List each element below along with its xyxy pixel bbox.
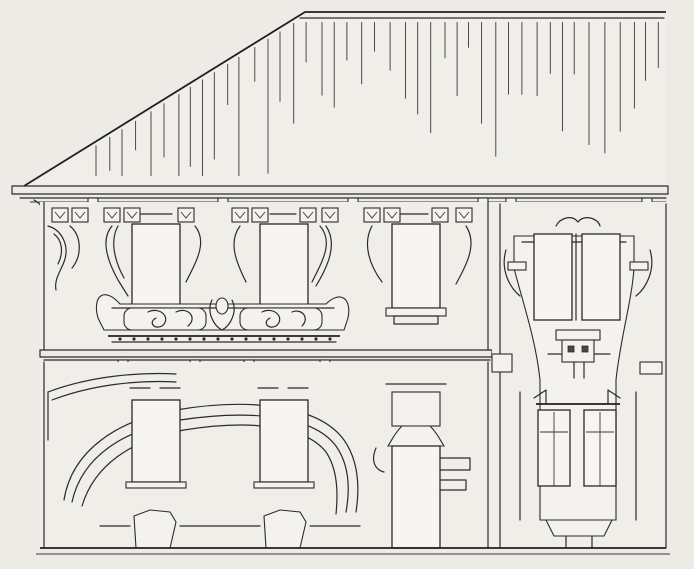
rosette-detail	[254, 211, 266, 219]
rosette-detail	[74, 211, 86, 219]
bay-upper-window-left	[533, 233, 573, 321]
frieze-rosette	[431, 207, 449, 223]
balcony-dot	[188, 337, 192, 341]
rosette-detail	[126, 211, 138, 219]
right-bay	[491, 202, 667, 549]
lower-window-1	[125, 387, 187, 489]
rosette-detail	[366, 211, 378, 219]
balcony-dot	[146, 337, 150, 341]
balcony-dot	[160, 337, 164, 341]
rosette-detail	[458, 211, 470, 219]
balcony-dot	[202, 337, 206, 341]
frieze-rosette	[103, 207, 121, 223]
frieze-rosette	[251, 207, 269, 223]
balcony-dot	[286, 337, 290, 341]
frieze-rosette	[299, 207, 317, 223]
balcony-dot	[132, 337, 136, 341]
balcony-bottom-dots	[118, 337, 332, 341]
bay-upper-window-right	[581, 233, 621, 321]
frieze-rosette	[177, 207, 195, 223]
balcony-dot	[244, 337, 248, 341]
balcony-dot	[174, 337, 178, 341]
frieze-rosette	[455, 207, 473, 223]
upper-window-3	[366, 223, 472, 325]
balcony	[96, 294, 350, 343]
rosette-detail	[302, 211, 314, 219]
frieze-rosette	[321, 207, 339, 223]
rosette-detail	[180, 211, 192, 219]
balcony-dot	[258, 337, 262, 341]
frieze-rosette	[231, 207, 249, 223]
balcony-dot	[118, 337, 122, 341]
rosette-detail	[324, 211, 336, 219]
base-keystones	[99, 509, 361, 549]
rosette-detail	[54, 211, 66, 219]
frieze-rosette	[51, 207, 69, 223]
upper-window-2	[233, 223, 333, 309]
upper-window-1	[105, 223, 202, 309]
balcony-dot	[216, 337, 220, 341]
frieze-rosette	[383, 207, 401, 223]
bay-center-ornament	[547, 329, 611, 379]
lower-window-2	[253, 387, 315, 489]
roof-outline	[23, 11, 666, 187]
balcony-dot	[300, 337, 304, 341]
balcony-dot	[230, 337, 234, 341]
balcony-dot	[272, 337, 276, 341]
frieze-rosette	[363, 207, 381, 223]
rosette-detail	[234, 211, 246, 219]
rosette-detail	[106, 211, 118, 219]
roof-hatching	[95, 22, 659, 176]
frieze-rosette	[71, 207, 89, 223]
left-corner-bracket	[47, 225, 80, 291]
rosette-detail	[434, 211, 446, 219]
balcony-dot	[328, 337, 332, 341]
lower-arch-ornament	[47, 372, 359, 515]
rosette-detail	[386, 211, 398, 219]
balcony-dot	[314, 337, 318, 341]
roof	[23, 11, 666, 187]
entrance-door	[372, 383, 471, 549]
frieze-rosette	[123, 207, 141, 223]
